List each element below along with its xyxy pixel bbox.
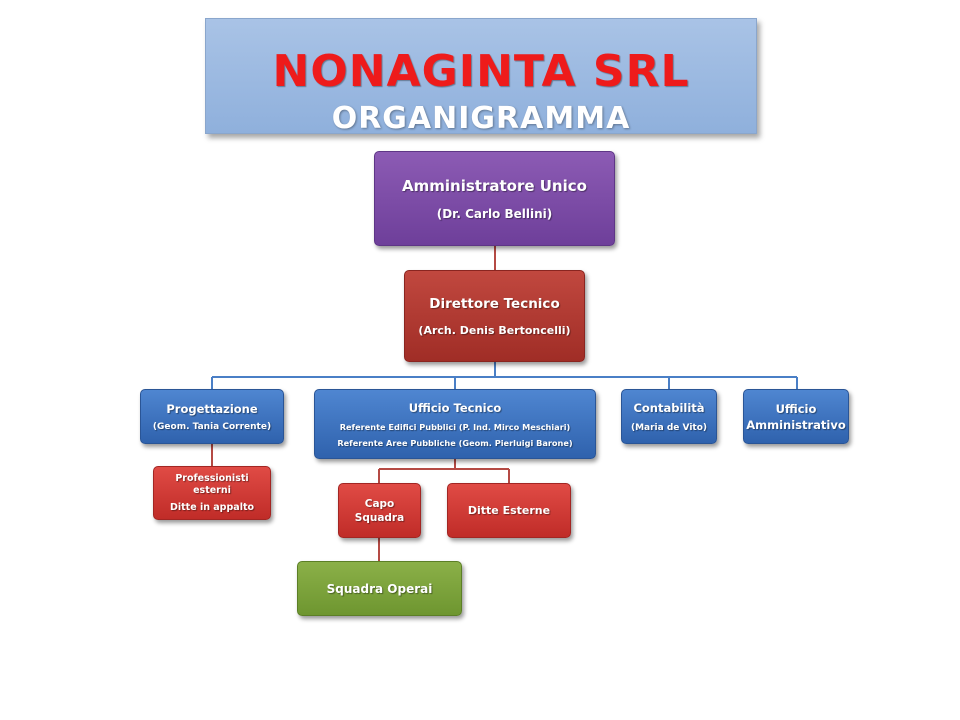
node-progettazione-person: (Geom. Tania Corrente) (152, 421, 272, 432)
node-professionisti-line2: esterni (193, 485, 231, 496)
node-progettazione-title: Progettazione (166, 401, 258, 416)
node-capo-line1: Capo (364, 497, 395, 510)
node-amministrativo-line1: Ufficio (775, 401, 817, 416)
node-ufficio-amministrativo[interactable]: Ufficio Amministrativo (743, 389, 849, 444)
node-ufficio-tecnico[interactable]: Ufficio Tecnico Referente Edifici Pubbli… (314, 389, 596, 459)
node-capo-squadra[interactable]: Capo Squadra (338, 483, 421, 538)
title-banner: NONAGINTA SRL ORGANIGRAMMA (205, 18, 757, 136)
node-progettazione[interactable]: Progettazione (Geom. Tania Corrente) (140, 389, 284, 444)
node-amministrativo-line2: Amministrativo (746, 417, 846, 432)
node-direttore-title: Direttore Tecnico (429, 295, 560, 312)
node-professionisti-line1: Professionisti (175, 473, 249, 484)
node-ufficio-tecnico-ref1: Referente Edifici Pubblici (P. Ind. Mirc… (339, 421, 571, 432)
node-ditte-esterne-label: Ditte Esterne (467, 504, 551, 517)
node-amministratore-unico[interactable]: Amministratore Unico (Dr. Carlo Bellini) (374, 151, 615, 246)
company-title: NONAGINTA SRL (272, 46, 690, 97)
node-capo-line2: Squadra (354, 511, 405, 524)
node-direttore-tecnico[interactable]: Direttore Tecnico (Arch. Denis Bertoncel… (404, 270, 585, 362)
node-squadra-operai-label: Squadra Operai (326, 581, 433, 596)
node-ufficio-tecnico-title: Ufficio Tecnico (408, 400, 502, 415)
node-ditte-esterne[interactable]: Ditte Esterne (447, 483, 571, 538)
node-professionisti-line3: Ditte in appalto (169, 502, 255, 513)
node-contabilita[interactable]: Contabilità (Maria de Vito) (621, 389, 717, 444)
node-amministratore-person: (Dr. Carlo Bellini) (436, 206, 553, 221)
node-professionisti-esterni[interactable]: Professionisti esterni Ditte in appalto (153, 466, 271, 520)
node-contabilita-person: (Maria de Vito) (630, 422, 708, 433)
chart-subtitle: ORGANIGRAMMA (331, 101, 631, 136)
node-ufficio-tecnico-ref2: Referente Aree Pubbliche (Geom. Pierluig… (337, 437, 573, 448)
node-squadra-operai[interactable]: Squadra Operai (297, 561, 462, 616)
node-amministratore-title: Amministratore Unico (402, 176, 587, 195)
node-direttore-person: (Arch. Denis Bertoncelli) (418, 323, 571, 337)
node-contabilita-title: Contabilità (633, 400, 705, 415)
